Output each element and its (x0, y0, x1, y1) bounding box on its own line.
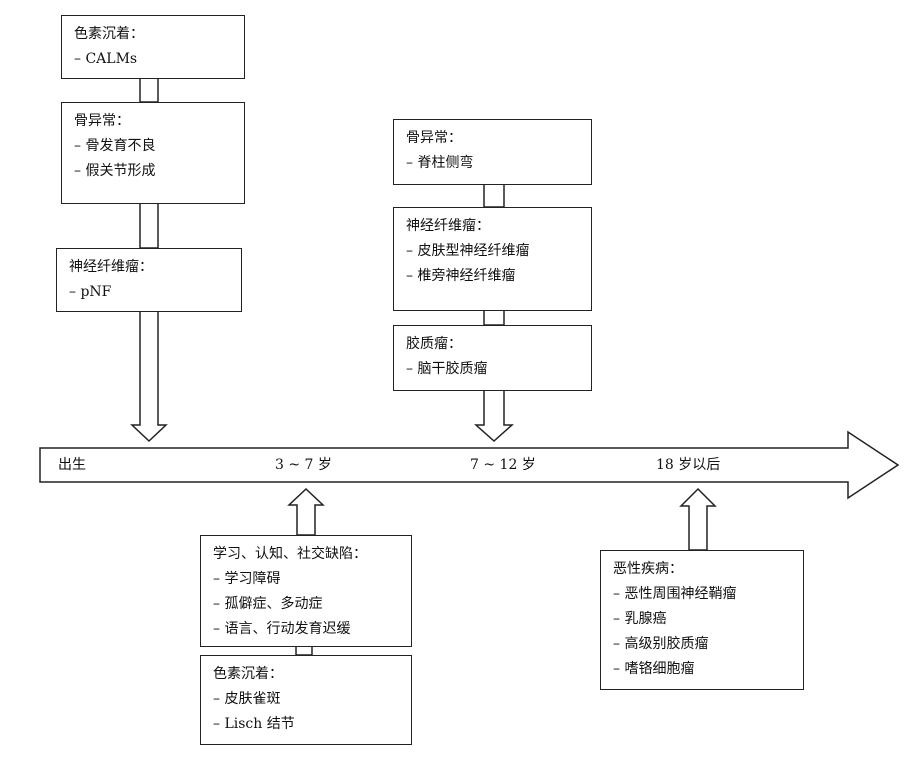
box-title: 神经纤维瘤： (406, 218, 490, 234)
connector (139, 202, 159, 249)
box-item: 假关节形成 (74, 159, 234, 184)
box-title: 学习、认知、社交缺陷： (213, 546, 367, 562)
box-title: 神经纤维瘤： (69, 259, 153, 275)
up-arrow (679, 487, 717, 551)
box-title: 骨异常： (74, 113, 130, 129)
timeline-label-18plus: 18 岁以后 (656, 457, 721, 473)
box-age18-malignant: 恶性疾病： 恶性周围神经鞘瘤 乳腺癌 高级别胶质瘤 嗜铬细胞瘤 (600, 550, 804, 690)
box-age712-glioma: 胶质瘤： 脑干胶质瘤 (393, 325, 592, 391)
box-item: 高级别胶质瘤 (613, 632, 793, 657)
box-title: 胶质瘤： (406, 336, 462, 352)
box-item: CALMs (74, 47, 234, 72)
box-age712-neurofibroma: 神经纤维瘤： 皮肤型神经纤维瘤 椎旁神经纤维瘤 (393, 207, 592, 311)
box-item: pNF (69, 280, 231, 305)
box-age712-bone: 骨异常： 脊柱侧弯 (393, 119, 592, 185)
box-item: 学习障碍 (213, 567, 401, 592)
connector (483, 309, 505, 326)
box-age37-learning: 学习、认知、社交缺陷： 学习障碍 孤僻症、多动症 语言、行动发育迟缓 (200, 535, 412, 647)
box-item: Lisch 结节 (213, 712, 401, 737)
box-item: 脑干胶质瘤 (406, 357, 581, 382)
connector (483, 183, 505, 208)
down-arrow (130, 310, 168, 443)
box-birth-pigment: 色素沉着： CALMs (61, 15, 245, 79)
box-birth-bone: 骨异常： 骨发育不良 假关节形成 (61, 102, 245, 204)
box-birth-neurofibroma: 神经纤维瘤： pNF (56, 248, 242, 312)
box-title: 恶性疾病： (613, 561, 683, 577)
box-item: 椎旁神经纤维瘤 (406, 264, 581, 289)
box-item: 恶性周围神经鞘瘤 (613, 582, 793, 607)
box-item: 皮肤型神经纤维瘤 (406, 239, 581, 264)
timeline-label-3-7: 3 ~ 7 岁 (275, 457, 332, 473)
box-item: 皮肤雀斑 (213, 687, 401, 712)
box-title: 色素沉着： (74, 26, 144, 42)
connector (295, 645, 313, 656)
timeline-label-7-12: 7 ~ 12 岁 (470, 457, 536, 473)
connector (139, 77, 159, 103)
down-arrow (474, 389, 514, 443)
box-title: 色素沉着： (213, 666, 283, 682)
up-arrow (287, 487, 325, 536)
box-item: 孤僻症、多动症 (213, 592, 401, 617)
box-title: 骨异常： (406, 130, 462, 146)
box-item: 骨发育不良 (74, 134, 234, 159)
box-item: 嗜铬细胞瘤 (613, 657, 793, 682)
box-item: 语言、行动发育迟缓 (213, 617, 401, 642)
timeline-label-birth: 出生 (58, 457, 86, 473)
timeline-arrow (39, 430, 900, 500)
box-item: 脊柱侧弯 (406, 151, 581, 176)
box-item: 乳腺癌 (613, 607, 793, 632)
box-age37-pigment: 色素沉着： 皮肤雀斑 Lisch 结节 (200, 655, 412, 745)
